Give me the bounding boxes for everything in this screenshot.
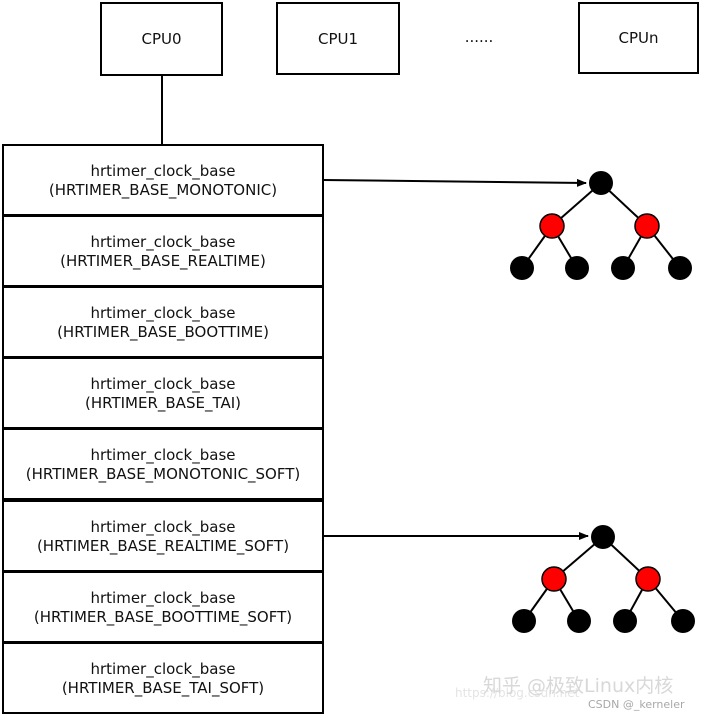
rb-tree <box>510 171 692 280</box>
cpu-box-0: CPU0 <box>100 2 223 76</box>
clock-base-title: hrtimer_clock_base <box>90 304 235 323</box>
tree-node-black <box>512 609 536 633</box>
clock-base-title: hrtimer_clock_base <box>90 589 235 608</box>
tree-node-black <box>510 256 534 280</box>
watermark-url: https://blog.csdn.net <box>455 686 580 700</box>
tree-node-red <box>539 213 565 239</box>
cpu-label: CPU0 <box>141 30 181 48</box>
tree-node-red <box>541 566 567 592</box>
clock-base-box-monotonic: hrtimer_clock_base (HRTIMER_BASE_MONOTON… <box>2 144 324 216</box>
clock-base-id: (HRTIMER_BASE_BOOTTIME_SOFT) <box>34 608 292 627</box>
watermark-brand: 知乎 @极致Linux内核 <box>483 675 673 697</box>
clock-base-title: hrtimer_clock_base <box>90 518 235 537</box>
clock-base-id: (HRTIMER_BASE_MONOTONIC_SOFT) <box>26 465 301 484</box>
clock-base-title: hrtimer_clock_base <box>90 660 235 679</box>
tree-node-black <box>611 256 635 280</box>
clock-base-title: hrtimer_clock_base <box>90 162 235 181</box>
clock-base-id: (HRTIMER_BASE_MONOTONIC) <box>49 181 277 200</box>
tree-node-black <box>589 171 613 195</box>
cpu-box-1: CPU1 <box>276 2 400 75</box>
clock-base-box-boottime: hrtimer_clock_base (HRTIMER_BASE_BOOTTIM… <box>2 286 324 358</box>
tree-node-black <box>613 609 637 633</box>
clock-base-box-boottime-soft: hrtimer_clock_base (HRTIMER_BASE_BOOTTIM… <box>2 571 324 643</box>
tree-node-black <box>565 256 589 280</box>
clock-base-id: (HRTIMER_BASE_REALTIME_SOFT) <box>37 537 289 556</box>
tree-node-red <box>635 566 661 592</box>
cpu-ellipsis: ...... <box>465 28 494 46</box>
rb-tree <box>512 525 695 633</box>
arrow-to-tree-monotonic <box>322 178 587 187</box>
clock-base-box-realtime: hrtimer_clock_base (HRTIMER_BASE_REALTIM… <box>2 215 324 287</box>
tree-node-black <box>591 525 615 549</box>
tree-node-black <box>668 256 692 280</box>
watermark-csdn: CSDN @_kerneler <box>588 698 685 711</box>
clock-base-id: (HRTIMER_BASE_TAI_SOFT) <box>62 679 264 698</box>
clock-base-title: hrtimer_clock_base <box>90 233 235 252</box>
cpu-label: CPUn <box>618 29 658 47</box>
clock-base-box-tai-soft: hrtimer_clock_base (HRTIMER_BASE_TAI_SOF… <box>2 642 324 714</box>
clock-base-id: (HRTIMER_BASE_TAI) <box>85 394 241 413</box>
clock-base-box-tai: hrtimer_clock_base (HRTIMER_BASE_TAI) <box>2 357 324 429</box>
clock-base-box-monotonic-soft: hrtimer_clock_base (HRTIMER_BASE_MONOTON… <box>2 428 324 500</box>
tree-node-black <box>567 609 591 633</box>
tree-node-red <box>634 213 660 239</box>
cpu-label: CPU1 <box>318 30 358 48</box>
clock-base-box-realtime-soft: hrtimer_clock_base (HRTIMER_BASE_REALTIM… <box>2 500 324 572</box>
clock-base-title: hrtimer_clock_base <box>90 446 235 465</box>
tree-node-black <box>671 609 695 633</box>
clock-base-title: hrtimer_clock_base <box>90 375 235 394</box>
clock-base-id: (HRTIMER_BASE_REALTIME) <box>60 252 266 271</box>
cpu-box-n: CPUn <box>578 2 699 74</box>
clock-base-id: (HRTIMER_BASE_BOOTTIME) <box>57 323 269 342</box>
